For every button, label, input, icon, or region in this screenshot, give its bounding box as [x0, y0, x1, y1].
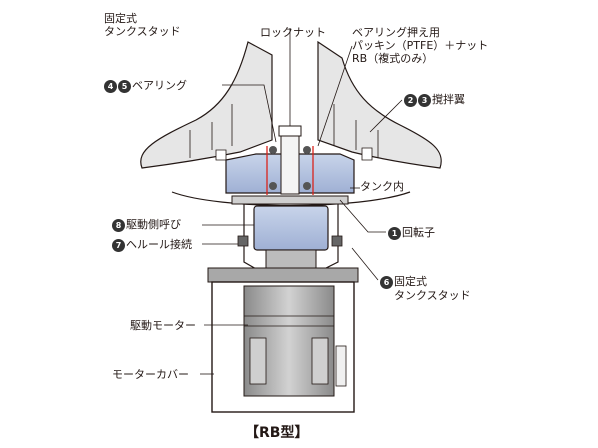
label-drive-magnet-text: 駆動側呼び	[126, 218, 181, 231]
label-rotor-text: 回転子	[402, 226, 435, 239]
label-fixed-stud-line1: 固定式	[394, 275, 427, 288]
bearing-upper-left	[269, 146, 277, 154]
diagram-title: 【RB型】	[245, 425, 309, 441]
label-fixed-stud-line2: タンクスタッド	[394, 288, 471, 302]
label-motor-cover: モーターカバー	[112, 368, 189, 381]
bearing-lower-left	[269, 182, 277, 190]
bearing-number-badge-1: 4	[104, 79, 117, 93]
impeller-number-badge-2: 3	[418, 93, 431, 107]
label-drive-motor: 駆動モーター	[130, 319, 196, 332]
ferrule-number-badge: 7	[112, 238, 125, 252]
label-lock-nut: ロックナット	[260, 26, 326, 39]
label-fixed-stud-top: 固定式 タンクスタッド	[104, 12, 181, 38]
bearing-lower-right	[303, 182, 311, 190]
label-fixed-stud-top-line2: タンクスタッド	[104, 25, 181, 38]
label-ferrule-text: ヘルール接続	[126, 238, 192, 251]
fixed-stud-number-badge: 6	[380, 275, 393, 289]
impeller-number-badge-1: 2	[404, 93, 417, 107]
label-bearing-retainer-line2: パッキン（PTFE）＋ナット	[352, 39, 489, 52]
tank-flange	[231, 195, 349, 205]
drive-magnet-number-badge: 8	[112, 218, 125, 232]
bearing-number-badge-2: 5	[118, 79, 131, 93]
label-impeller-text: 撹拌翼	[432, 93, 465, 106]
drive-magnet	[253, 205, 329, 251]
rotor-number-badge: 1	[388, 226, 401, 240]
ferrule-clamp-right	[331, 235, 343, 247]
label-bearing-retainer-line1: ベアリング押え用	[352, 26, 440, 39]
label-tank-inner: タンク内	[360, 180, 404, 193]
ferrule-clamp-left	[237, 235, 249, 247]
lock-nut	[278, 125, 302, 137]
impeller-blade-left	[140, 41, 273, 169]
bearing-upper-right	[303, 146, 311, 154]
impeller-blade-right	[317, 40, 442, 169]
label-bearing-retainer-line3: RB（複式のみ）	[352, 52, 434, 65]
label-fixed-stud-top-line1: 固定式	[104, 12, 137, 25]
label-bearing-text: ベアリング	[132, 79, 187, 92]
label-bearing-retainer: ベアリング押え用 パッキン（PTFE）＋ナット RB（複式のみ）	[352, 26, 488, 65]
